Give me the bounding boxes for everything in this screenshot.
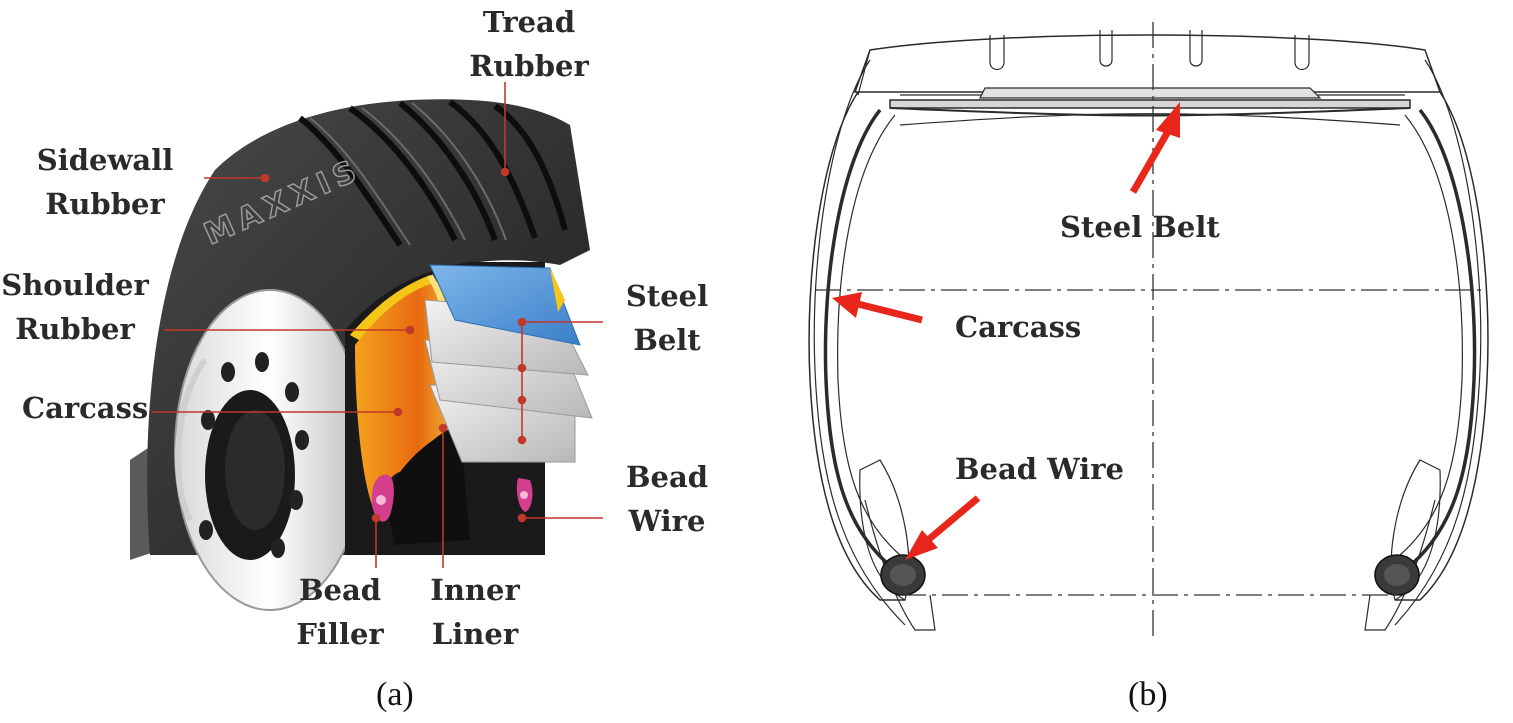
label-shoulder-rubber-line2: Rubber: [0, 307, 150, 351]
label-steel-belt-a-line2: Belt: [612, 318, 722, 362]
label-bead-wire-a-line2: Wire: [612, 499, 722, 543]
label-bead-wire-a: Bead Wire: [612, 455, 722, 543]
label-sidewall-rubber-line2: Rubber: [30, 182, 180, 226]
label-inner-liner-line1: Inner: [420, 568, 530, 612]
label-bead-filler: Bead Filler: [285, 568, 395, 656]
arrow-bead-wire: [928, 498, 978, 540]
arrow-steel-belt: [1133, 128, 1170, 192]
label-carcass-a: Carcass: [22, 386, 148, 430]
label-steel-belt-b: Steel Belt: [1060, 210, 1220, 244]
label-sidewall-rubber-line1: Sidewall: [30, 138, 180, 182]
label-shoulder-rubber: Shoulder Rubber: [0, 263, 150, 351]
label-bead-wire-b: Bead Wire: [955, 452, 1124, 486]
arrow-carcass: [858, 304, 922, 320]
label-inner-liner: Inner Liner: [420, 568, 530, 656]
caption-a: (a): [376, 676, 414, 714]
label-inner-liner-line2: Liner: [420, 612, 530, 656]
label-tread-rubber: Tread Rubber: [455, 0, 603, 88]
label-steel-belt-a-line1: Steel: [612, 274, 722, 318]
label-tread-rubber-line1: Tread: [455, 0, 603, 44]
label-carcass-b: Carcass: [955, 310, 1081, 344]
label-bead-wire-a-line1: Bead: [612, 455, 722, 499]
label-bead-filler-line2: Filler: [285, 612, 395, 656]
label-bead-filler-line1: Bead: [285, 568, 395, 612]
label-steel-belt-a: Steel Belt: [612, 274, 722, 362]
label-sidewall-rubber: Sidewall Rubber: [30, 138, 180, 226]
tire-cross-section-drawing: [809, 30, 1488, 630]
label-tread-rubber-line2: Rubber: [455, 44, 603, 88]
label-shoulder-rubber-line1: Shoulder: [0, 263, 150, 307]
caption-b: (b): [1128, 676, 1168, 714]
